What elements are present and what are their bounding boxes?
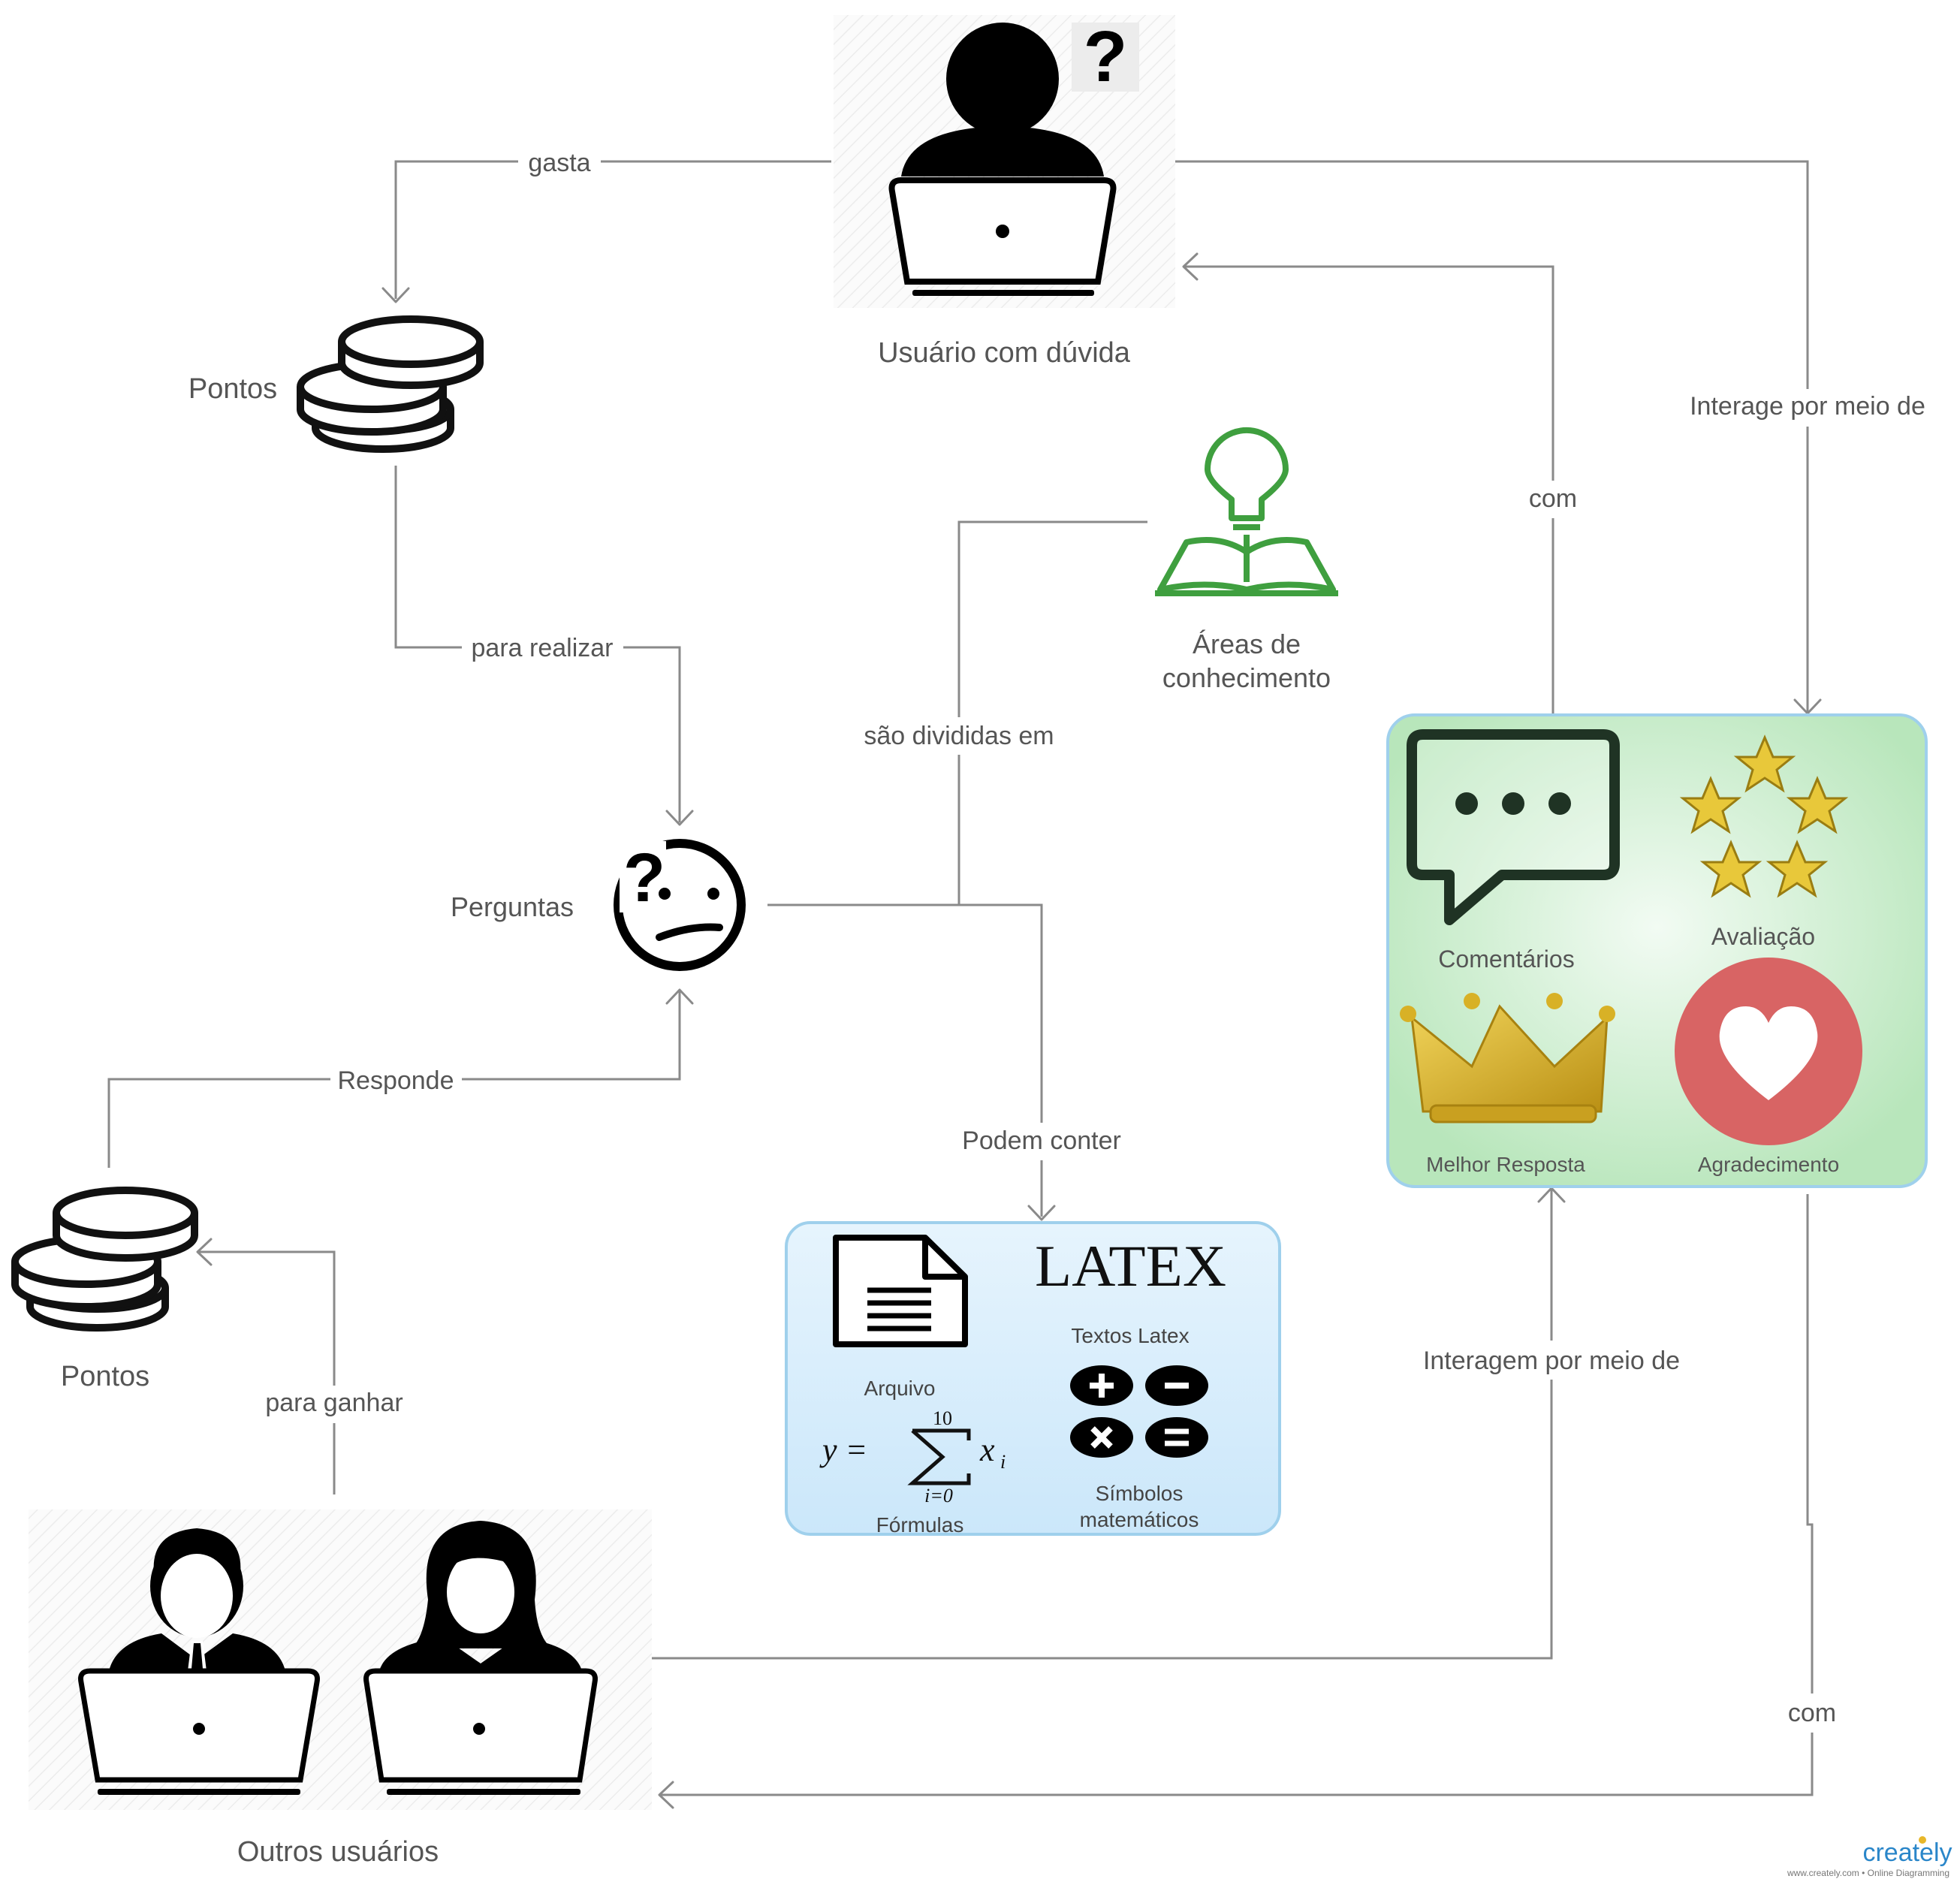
svg-text:i: i bbox=[1000, 1451, 1006, 1473]
edge-label-interage: Interage por meio de bbox=[1690, 392, 1925, 421]
edge-responde: Responde bbox=[107, 988, 694, 1168]
question-mark-icon: ? bbox=[1072, 17, 1139, 97]
creately-branding[interactable]: creately www.creately.com • Online Diagr… bbox=[1787, 1836, 1952, 1878]
label-comentarios: Comentários bbox=[1438, 946, 1574, 973]
edge-interagem: Interagem por meio de bbox=[652, 1187, 1693, 1660]
node-pontos-top[interactable]: Pontos bbox=[188, 315, 484, 453]
user-laptop-icon bbox=[888, 23, 1117, 296]
creately-logo: creately bbox=[1862, 1838, 1952, 1867]
woman-laptop-icon bbox=[363, 1521, 598, 1795]
confused-face-icon: ? bbox=[614, 839, 746, 971]
stars-rating-icon bbox=[1679, 734, 1849, 898]
creately-tagline: www.creately.com • Online Diagramming bbox=[1787, 1868, 1949, 1878]
node-outros-usuarios[interactable]: Outros usuários bbox=[29, 1510, 652, 1868]
label-simbolos-line2: matemáticos bbox=[1080, 1508, 1199, 1531]
comment-bubble-icon bbox=[1407, 729, 1620, 925]
edge-label-interagem: Interagem por meio de bbox=[1423, 1347, 1680, 1375]
edge-label-gasta: gasta bbox=[528, 149, 590, 177]
node-label-pontos-top: Pontos bbox=[188, 373, 277, 405]
formula-icon: y = 10 i=0 x i bbox=[819, 1407, 1006, 1507]
content-types-box[interactable]: Arquivo LATEX Textos Latex y = 10 i=0 x … bbox=[785, 1221, 1281, 1537]
crown-icon bbox=[1400, 993, 1615, 1123]
label-avaliacao: Avaliação bbox=[1711, 923, 1815, 950]
node-label-outros-usuarios: Outros usuários bbox=[237, 1836, 439, 1868]
edge-para-ganhar: para ganhar bbox=[196, 1238, 409, 1494]
coins-icon bbox=[297, 315, 484, 453]
edge-label-com-top: com bbox=[1529, 484, 1577, 513]
label-formulas: Fórmulas bbox=[876, 1513, 964, 1537]
label-melhor-resposta: Melhor Resposta bbox=[1426, 1153, 1585, 1176]
document-icon bbox=[833, 1235, 968, 1347]
node-areas-de-conhecimento[interactable]: Áreas de conhecimento bbox=[1155, 427, 1338, 693]
node-label-usuario-com-duvida: Usuário com dúvida bbox=[878, 337, 1131, 369]
logo-dot-icon bbox=[1919, 1836, 1926, 1844]
svg-text:?: ? bbox=[1084, 17, 1128, 97]
label-arquivo: Arquivo bbox=[864, 1377, 936, 1400]
man-laptop-icon bbox=[78, 1528, 320, 1795]
edge-com-top: com bbox=[1182, 252, 1588, 713]
svg-text:i=0: i=0 bbox=[924, 1485, 953, 1507]
edge-label-para-ganhar: para ganhar bbox=[265, 1389, 403, 1417]
node-perguntas[interactable]: ? Perguntas bbox=[451, 839, 746, 971]
interaction-box[interactable]: Comentários Avaliação Melhor Resposta Ag… bbox=[1386, 713, 1928, 1188]
lightbulb-book-icon bbox=[1155, 427, 1338, 596]
svg-text:y =: y = bbox=[819, 1431, 867, 1468]
node-pontos-bottom[interactable]: Pontos bbox=[11, 1187, 198, 1392]
node-label-areas-line1: Áreas de bbox=[1193, 629, 1301, 659]
node-label-pontos-bottom: Pontos bbox=[61, 1361, 149, 1392]
edge-label-responde: Responde bbox=[337, 1066, 454, 1095]
edge-podem-conter: Podem conter bbox=[950, 903, 1134, 1221]
svg-text:x: x bbox=[979, 1431, 995, 1468]
edge-label-para-realizar: para realizar bbox=[472, 634, 614, 662]
edge-interage: Interage por meio de bbox=[1175, 160, 1936, 715]
edge-com-bottom: com bbox=[658, 1194, 1847, 1809]
label-simbolos-line1: Símbolos bbox=[1096, 1482, 1184, 1505]
label-textos-latex: Textos Latex bbox=[1071, 1324, 1189, 1347]
node-usuario-com-duvida[interactable]: ? Usuário com dúvida bbox=[834, 15, 1175, 369]
svg-text:10: 10 bbox=[933, 1407, 952, 1429]
edge-gasta: gasta bbox=[381, 146, 831, 303]
edge-label-sao-divididas: são divididas em bbox=[864, 722, 1054, 750]
edge-label-podem-conter: Podem conter bbox=[962, 1126, 1121, 1155]
heart-icon bbox=[1675, 958, 1862, 1145]
node-label-perguntas: Perguntas bbox=[451, 891, 574, 922]
svg-text:?: ? bbox=[623, 840, 665, 916]
coins-icon bbox=[11, 1187, 198, 1332]
math-symbols-icon bbox=[1070, 1365, 1208, 1458]
edge-sao-divididas: são divididas em bbox=[767, 520, 1147, 906]
node-label-areas-line2: conhecimento bbox=[1162, 662, 1331, 693]
svg-text:LATEX: LATEX bbox=[1035, 1233, 1226, 1298]
edge-label-com-bottom: com bbox=[1788, 1699, 1836, 1727]
edge-para-realizar: para realizar bbox=[394, 466, 694, 826]
label-agradecimento: Agradecimento bbox=[1698, 1153, 1839, 1176]
latex-logo: LATEX bbox=[1035, 1233, 1226, 1298]
